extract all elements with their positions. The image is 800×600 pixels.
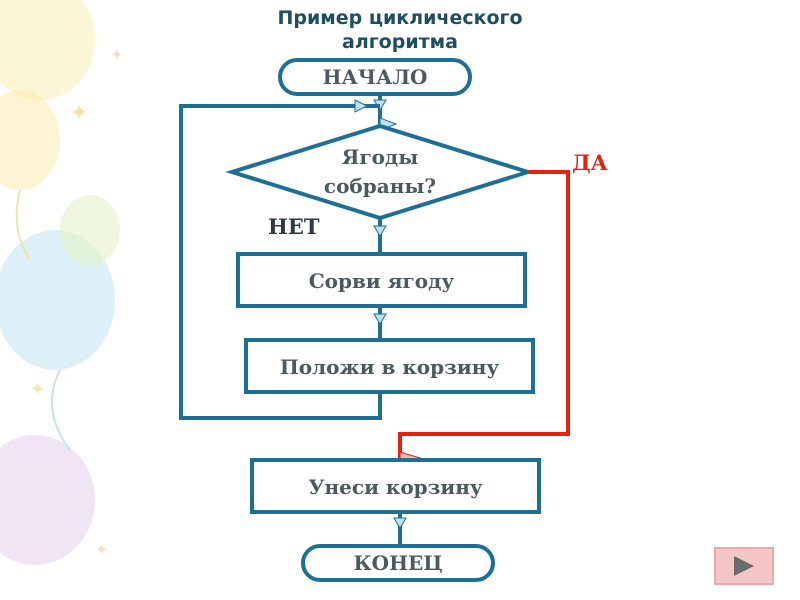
step3-label: Унеси корзину xyxy=(308,475,483,499)
branch-yes-label: ДА xyxy=(572,150,608,175)
step1-label: Сорви ягоду xyxy=(308,269,455,293)
step2-label: Положи в корзину xyxy=(279,355,500,379)
start-label: НАЧАЛО xyxy=(322,65,428,89)
step3-box xyxy=(250,458,541,514)
arrow-marker-loop xyxy=(354,99,369,113)
svg-text:✦: ✦ xyxy=(70,101,88,126)
svg-text:✦: ✦ xyxy=(95,540,108,559)
next-slide-arrow-icon xyxy=(734,556,754,576)
next-slide-button[interactable] xyxy=(714,547,774,585)
end-label: КОНЕЦ xyxy=(353,551,443,575)
step1-box xyxy=(236,252,527,308)
arrow-marker-4 xyxy=(373,313,387,325)
svg-text:✦: ✦ xyxy=(30,379,45,400)
end-terminator xyxy=(301,544,495,582)
yes-path-line xyxy=(398,170,570,460)
arrow-marker-3 xyxy=(373,225,387,237)
svg-text:✦: ✦ xyxy=(110,45,123,64)
step2-box xyxy=(244,338,535,394)
loop-back-line xyxy=(179,104,382,420)
arrow-marker-5 xyxy=(393,517,407,529)
page-title: Пример циклического алгоритма xyxy=(277,7,523,53)
start-terminator xyxy=(278,58,472,96)
condition-label: Ягоды собраны? xyxy=(323,145,437,198)
branch-no-label: НЕТ xyxy=(268,214,320,239)
